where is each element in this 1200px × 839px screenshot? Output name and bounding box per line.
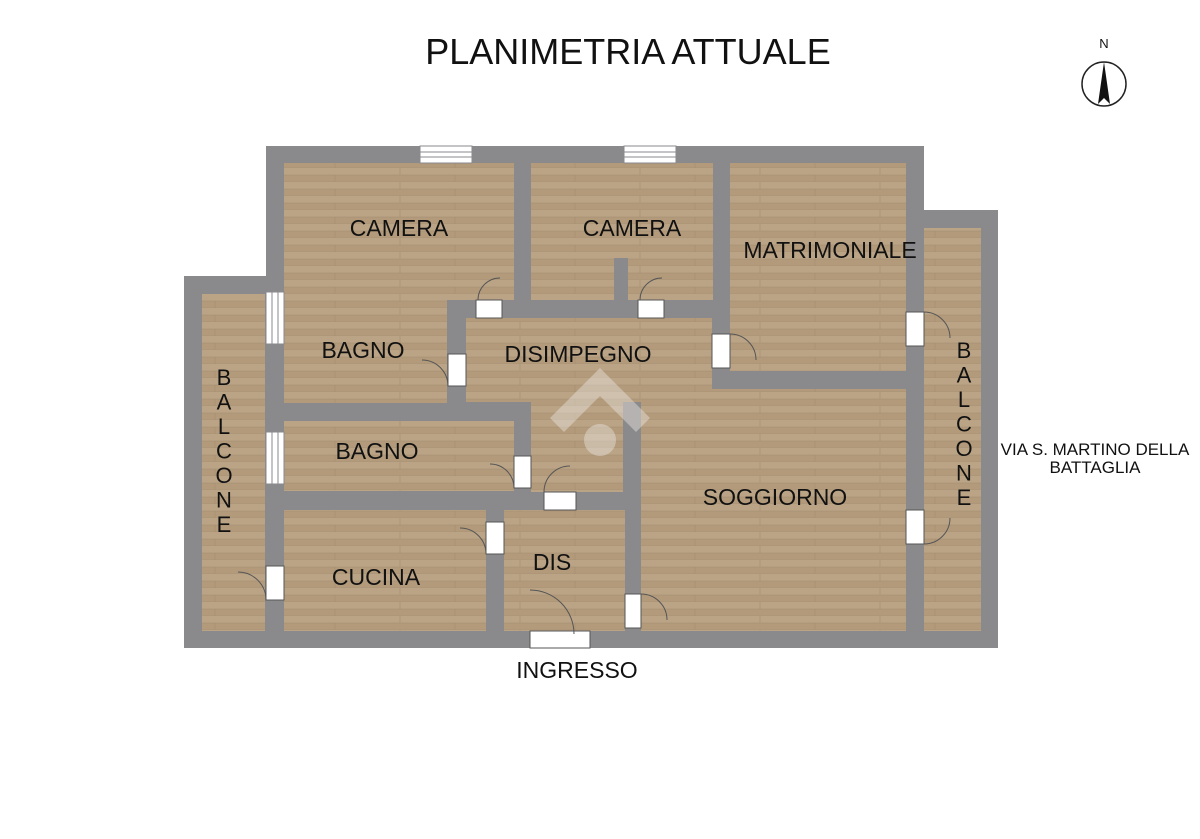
room-label-soggiorno: SOGGIORNO <box>703 484 847 510</box>
floor-cucina <box>284 510 486 631</box>
balcone-letter: C <box>216 439 232 464</box>
room-label-bagno-top: BAGNO <box>321 337 404 363</box>
room-label-dis: DIS <box>533 549 571 575</box>
room-label-bagno-bottom: BAGNO <box>335 438 418 464</box>
floor-balcone-right <box>924 228 981 631</box>
balcone-letter: O <box>215 463 232 488</box>
balcone-letter: B <box>957 338 972 363</box>
room-label-camera-left: CAMERA <box>350 215 449 241</box>
plan-title: PLANIMETRIA ATTUALE <box>425 31 830 72</box>
room-label-camera-mid: CAMERA <box>583 215 682 241</box>
compass-label: N <box>1099 36 1108 51</box>
floor-matrimoniale <box>730 163 906 371</box>
balcone-letter: E <box>217 512 232 537</box>
floor-dis <box>504 510 625 631</box>
balcone-letter: A <box>957 363 972 388</box>
balcone-letter: N <box>956 461 972 486</box>
floor-disimpegno-lower <box>531 402 623 492</box>
balcone-letter: O <box>955 436 972 461</box>
balcone-letter: L <box>218 414 230 439</box>
balcone-letter: C <box>956 412 972 437</box>
balcone-letter: N <box>216 488 232 513</box>
compass-icon: N <box>1081 36 1127 107</box>
street-label-line1: VIA S. MARTINO DELLA <box>1001 440 1190 459</box>
floor-camera-left <box>284 163 514 300</box>
floor-disimpegno <box>466 318 712 402</box>
doors <box>237 277 951 649</box>
room-floors <box>202 163 981 631</box>
room-label-cucina: CUCINA <box>332 564 421 590</box>
watermark-logo-icon <box>550 368 650 456</box>
room-label-matrimoniale: MATRIMONIALE <box>743 237 916 263</box>
floor-soggiorno <box>641 389 906 631</box>
room-label-disimpegno: DISIMPEGNO <box>505 341 652 367</box>
floor-bagno-top <box>284 292 447 403</box>
balcone-letter: L <box>958 387 970 412</box>
balcone-letter: A <box>217 390 232 415</box>
windows <box>265 145 677 485</box>
floor-bagno-bottom <box>284 421 514 491</box>
balcone-letter: B <box>217 365 232 390</box>
floor-balcone-left <box>202 294 265 631</box>
street-label-line2: BATTAGLIA <box>1049 458 1141 477</box>
balcone-letter: E <box>957 485 972 510</box>
entrance-label: INGRESSO <box>516 657 637 683</box>
